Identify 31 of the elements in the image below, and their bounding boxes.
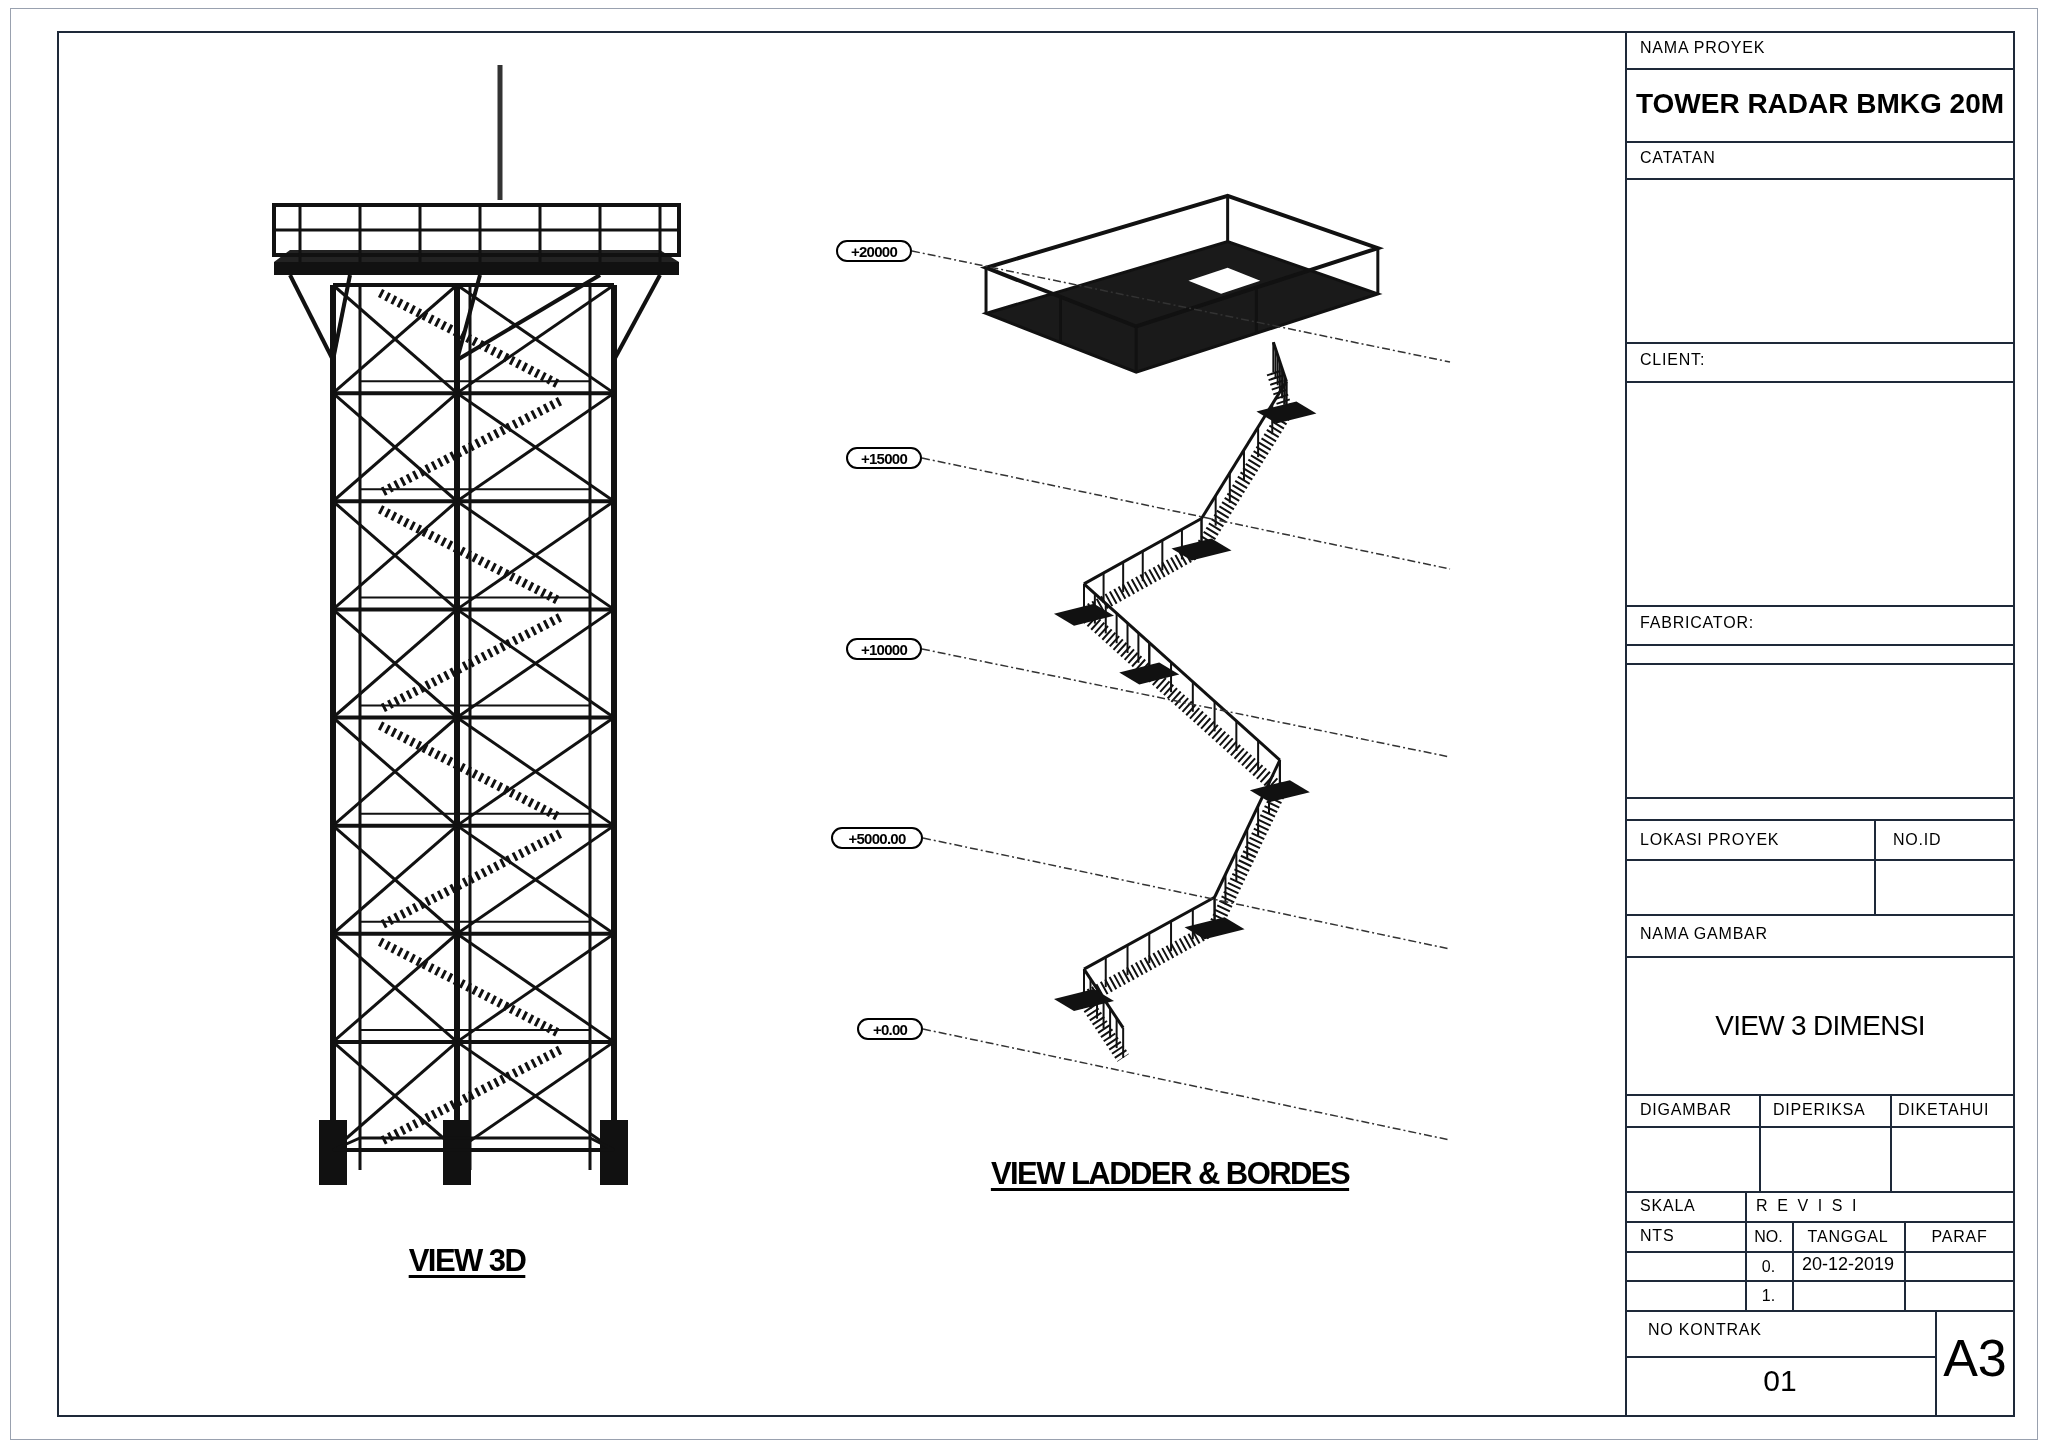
level-tag: +0.00 [857, 1018, 923, 1040]
level-tag: +10000 [846, 638, 922, 660]
field-label: FABRICATOR: [1640, 613, 1754, 633]
contract-number: 01 [1762, 1363, 1798, 1399]
field-label: NO.ID [1893, 830, 1942, 850]
level-tag: +15000 [846, 447, 922, 469]
level-tag: +5000.00 [831, 827, 923, 849]
drawing-name: VIEW 3 DIMENSI [1714, 1009, 1926, 1043]
revision-number: 0. [1760, 1257, 1777, 1277]
field-label: SKALA [1640, 1196, 1696, 1216]
field-label: NAMA GAMBAR [1640, 924, 1768, 944]
column-header: TANGGAL [1806, 1227, 1890, 1247]
field-label: CATATAN [1640, 148, 1716, 168]
view-caption: VIEW 3D [407, 1242, 527, 1280]
field-label: DIGAMBAR [1640, 1100, 1732, 1120]
project-title: TOWER RADAR BMKG 20M [1634, 87, 2006, 121]
view-caption: VIEW LADDER & BORDES [990, 1155, 1350, 1193]
revision-date: 20-12-2019 [1800, 1253, 1896, 1276]
field-label: LOKASI PROYEK [1640, 830, 1780, 850]
field-label: NTS [1640, 1226, 1675, 1246]
field-label: REVISI [1756, 1196, 1867, 1216]
field-label: DIPERIKSA [1773, 1100, 1866, 1120]
level-tag: +20000 [836, 240, 912, 262]
field-label: NAMA PROYEK [1640, 38, 1766, 58]
column-header: PARAF [1930, 1227, 1989, 1247]
column-header: NO. [1753, 1227, 1784, 1247]
field-label: NO KONTRAK [1648, 1320, 1762, 1340]
field-label: DIKETAHUI [1898, 1100, 1990, 1120]
field-label: CLIENT: [1640, 350, 1706, 370]
sheet-size: A3 [1942, 1328, 2008, 1389]
revision-number: 1. [1760, 1286, 1777, 1306]
